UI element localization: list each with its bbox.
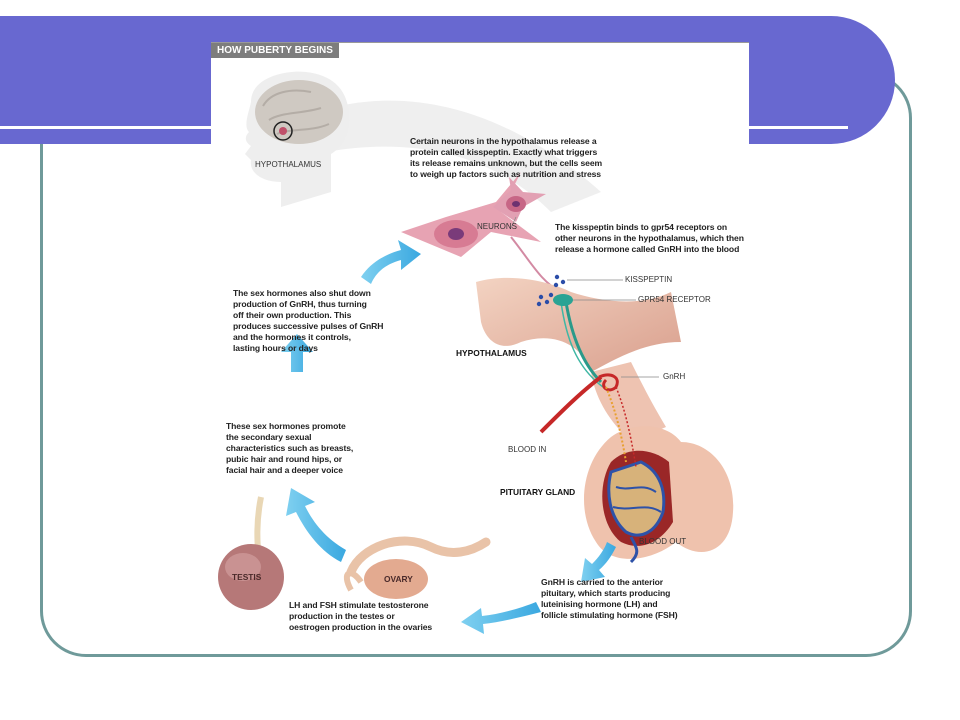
label-gnrh: GnRH [663,372,686,381]
puberty-diagram: HOW PUBERTY BEGINS HYPOTHALAMUS NEURONS … [211,42,749,642]
figure-top-rule [211,42,749,43]
label-ovary: OVARY [384,574,413,584]
caption-gnrh-carried: GnRH is carried to the anterior pituitar… [541,577,678,620]
neuron-large [401,172,541,257]
diagram-art [218,71,734,634]
cycle-arrows [281,240,616,634]
caption-kisspeptin-release: Certain neurons in the hypothalamus rele… [410,136,603,179]
capillary-bed [607,460,666,537]
neuron-small [493,177,546,222]
arrow-to-neurons [361,240,421,284]
figure-title: HOW PUBERTY BEGINS [211,43,339,58]
caption-binding: The kisspeptin binds to gpr54 receptors … [555,222,744,254]
ovary-art [343,536,491,599]
kisspeptin-molecules [536,274,566,307]
gnrh-neuron-fiber [564,301,603,384]
label-testis: TESTIS [232,572,262,582]
caption-shutdown: The sex hormones also shut down producti… [233,288,384,353]
label-hypothalamus-head: HYPOTHALAMUS [255,160,322,169]
label-gpr54-receptor: GPR54 RECEPTOR [638,295,711,304]
arrow-to-secondary [286,488,346,562]
label-neurons: NEURONS [477,222,518,231]
arrow-to-gonads [461,602,541,634]
label-blood-in: BLOOD IN [508,445,547,454]
portal-vessel [605,386,627,463]
pituitary-stalk [591,362,666,442]
caption-lh-fsh: LH and FSH stimulate testosterone produc… [289,600,433,632]
label-kisspeptin: KISSPEPTIN [625,275,673,284]
testis-art [218,496,284,610]
gpr54-receptor [553,294,573,306]
caption-secondary: These sex hormones promote the secondary… [226,421,354,475]
blood-vessel-out [629,536,639,564]
hypothalamus-tissue [476,277,681,372]
head-profile [245,71,350,207]
blood-vessel-in [539,375,603,434]
label-hypothalamus: HYPOTHALAMUS [456,348,527,358]
arrow-blood-out [581,542,616,582]
zoom-swoop [316,100,601,212]
label-blood-out: BLOOD OUT [639,537,687,546]
label-pituitary-gland: PITUITARY GLAND [500,487,576,497]
arrow-up-1 [281,334,313,372]
